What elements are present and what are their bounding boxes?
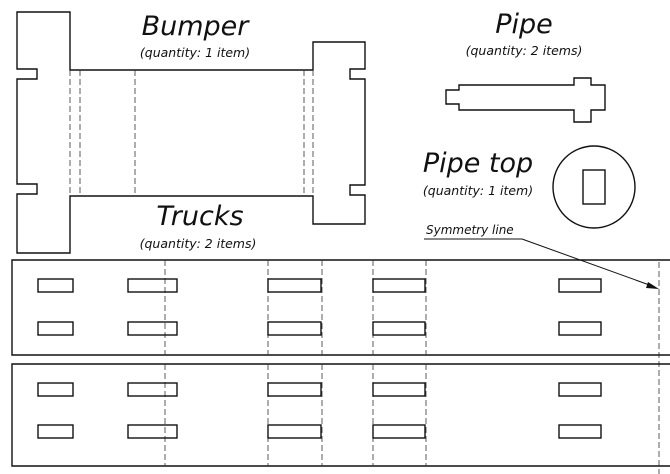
symmetry-arrowhead: [646, 282, 659, 289]
bumper-outline: [16, 11, 366, 254]
truck-slot: [127, 382, 178, 397]
truck-slot: [37, 424, 74, 439]
pipe-top-slot: [582, 169, 606, 205]
truck-strip-outline: [11, 363, 670, 467]
pipe-quantity: (quantity: 2 items): [466, 43, 583, 58]
truck-slot: [372, 321, 426, 336]
truck-strip-outline: [11, 259, 670, 356]
truck-slot: [558, 278, 602, 293]
pipe-title: Pipe: [495, 9, 553, 40]
pipe-top-title: Pipe top: [423, 148, 533, 179]
symmetry-line-label: Symmetry line: [426, 223, 514, 237]
truck-strip: [11, 363, 670, 467]
truck-slot: [267, 382, 322, 397]
bumper-quantity: (quantity: 1 item): [140, 45, 250, 60]
truck-slot: [267, 321, 322, 336]
truck-slot: [127, 278, 178, 293]
truck-slot: [127, 321, 178, 336]
truck-slot: [267, 278, 322, 293]
truck-strip: [11, 259, 670, 356]
bumper-part: [16, 11, 366, 254]
truck-slot: [372, 424, 426, 439]
symmetry-leader-line: [521, 238, 656, 288]
truck-slot: [267, 424, 322, 439]
bumper-title: Bumper: [142, 11, 251, 42]
truck-slot: [372, 382, 426, 397]
truck-slot: [127, 424, 178, 439]
pipe-outline: [445, 77, 606, 123]
truck-slot: [37, 382, 74, 397]
truck-slot: [558, 424, 602, 439]
trucks-quantity: (quantity: 2 items): [140, 236, 257, 251]
pipe-top-quantity: (quantity: 1 item): [423, 183, 533, 198]
truck-slot: [372, 278, 426, 293]
pipe-top-circle: [552, 145, 636, 229]
truck-slot: [37, 278, 74, 293]
truck-slot: [37, 321, 74, 336]
trucks-title: Trucks: [156, 201, 243, 232]
truck-slot: [558, 382, 602, 397]
truck-slot: [558, 321, 602, 336]
